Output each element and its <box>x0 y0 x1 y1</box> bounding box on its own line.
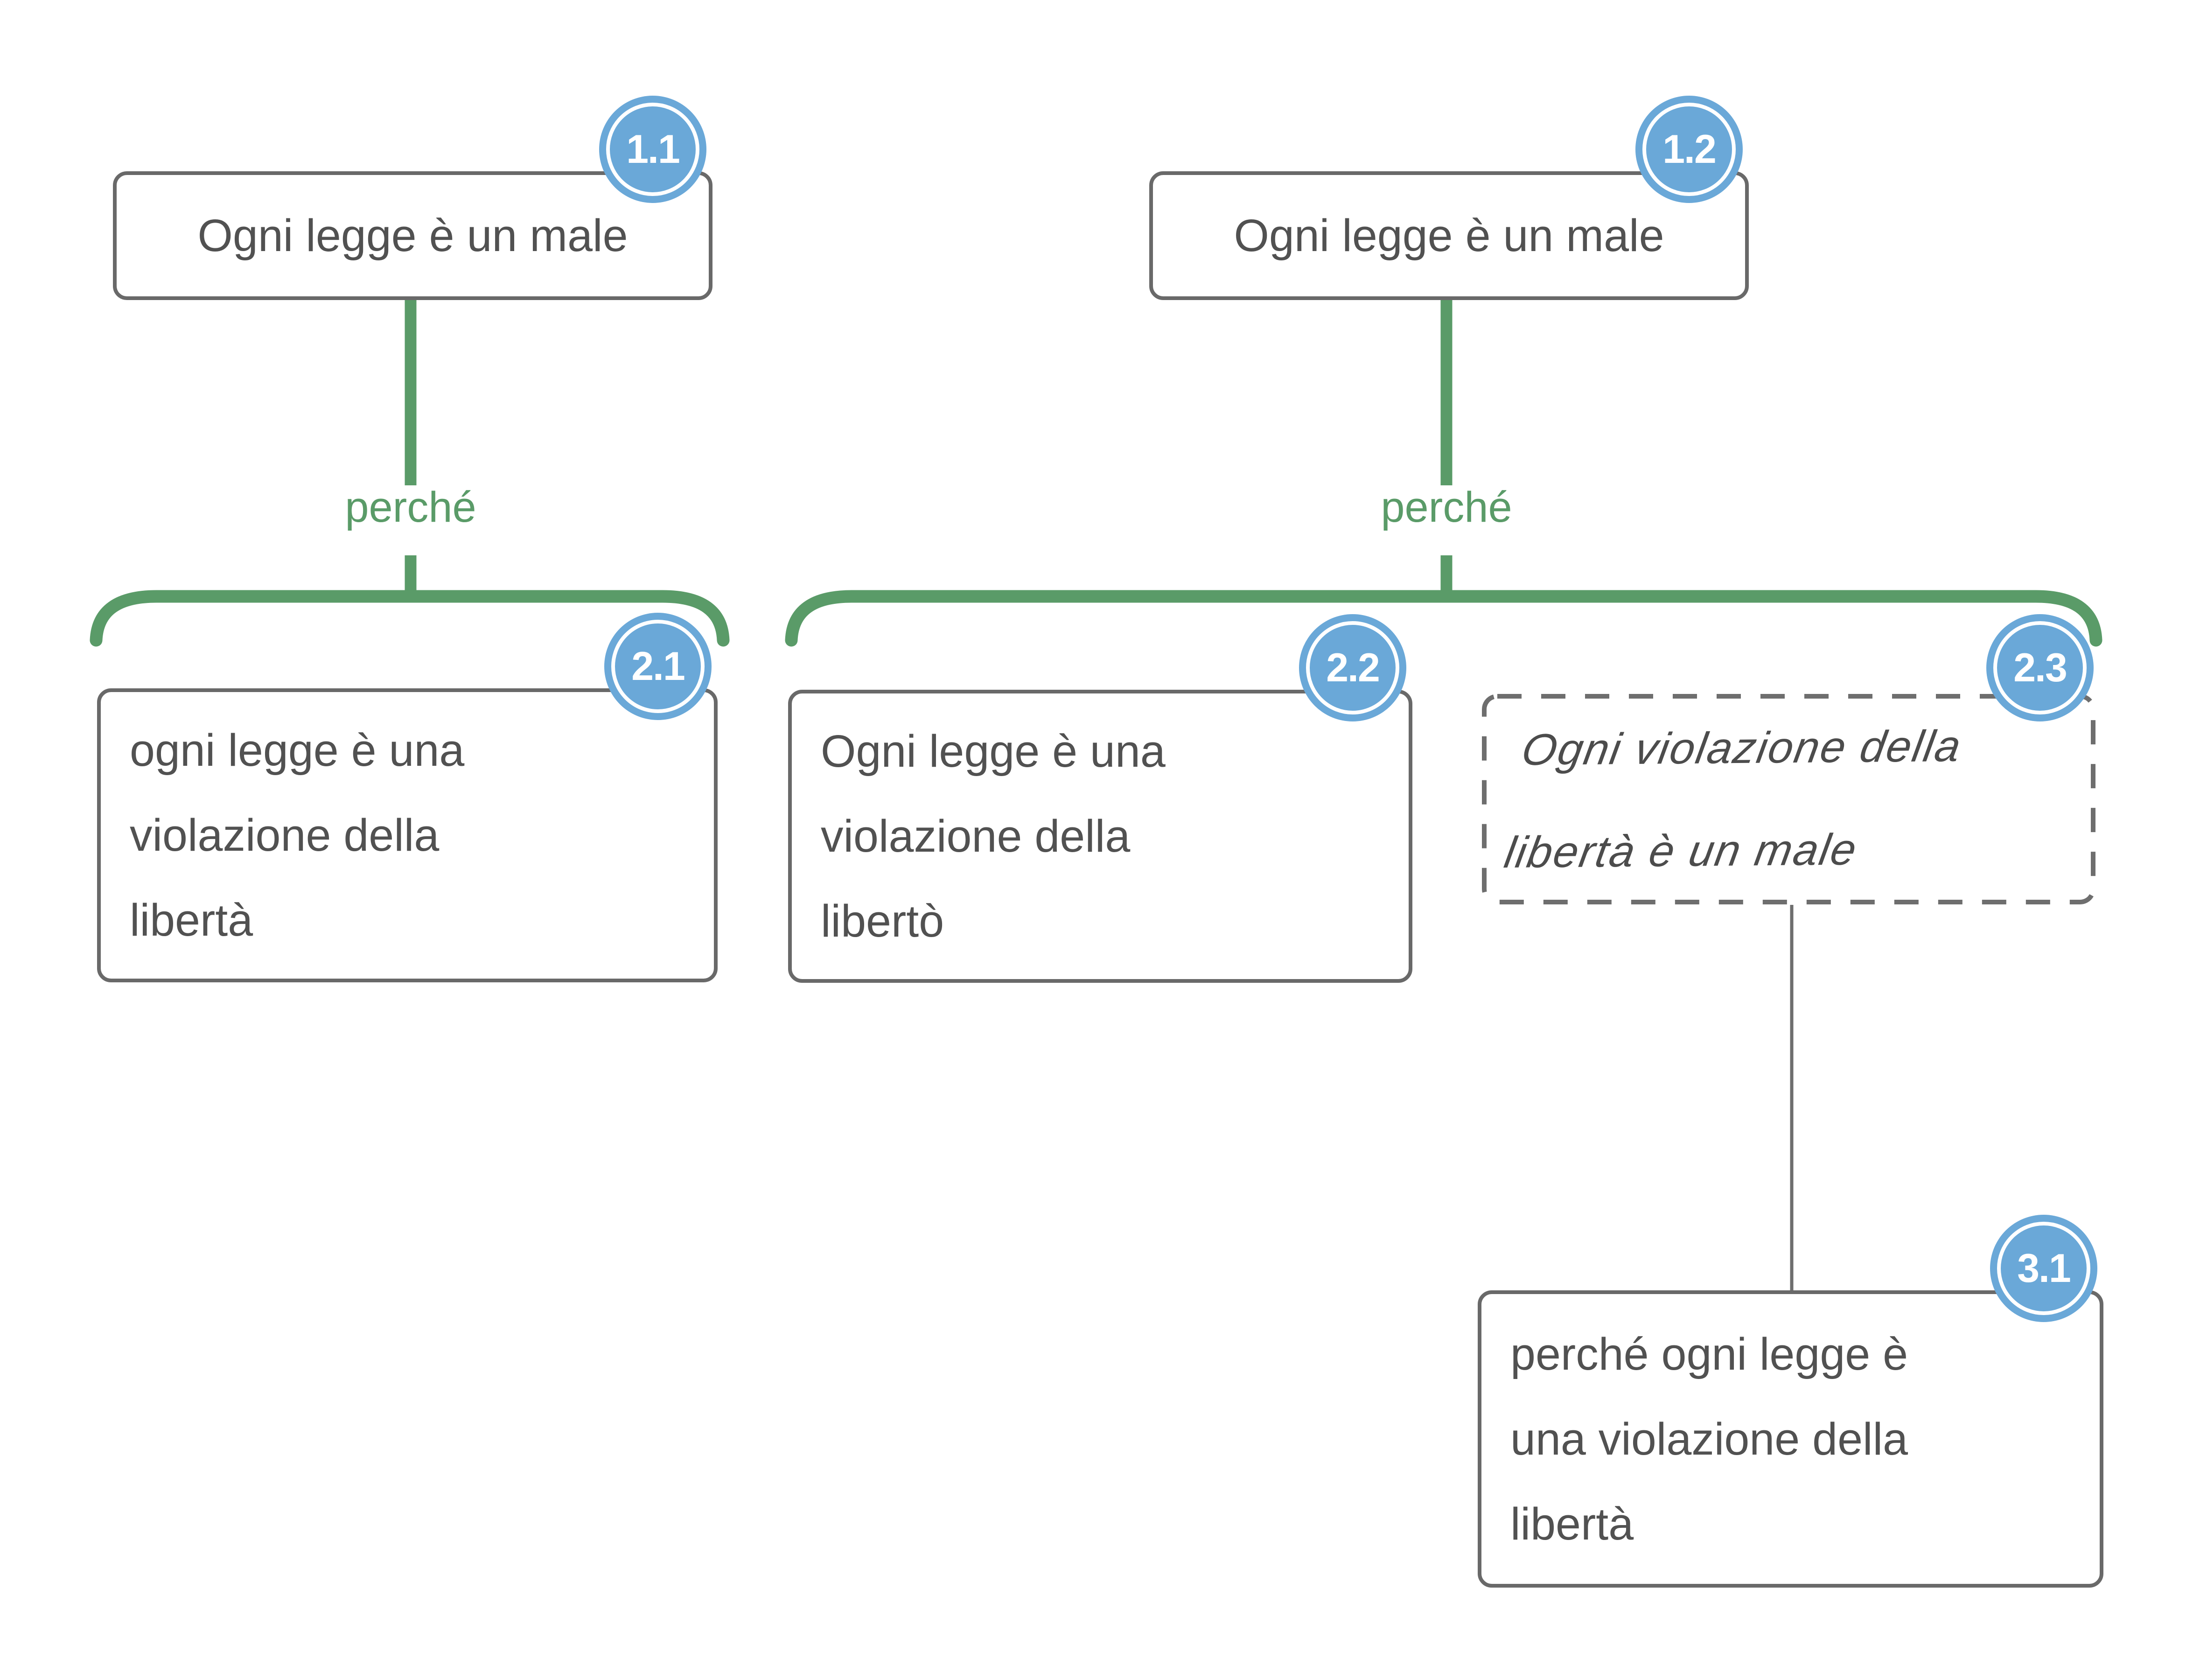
argument-node-2-3[interactable]: 2.3 Ogni violazione della libertà è un m… <box>1481 614 2096 905</box>
node-badge-3-1: 3.1 <box>1990 1215 2097 1322</box>
argument-node-1-2[interactable]: 1.2 Ogni legge è un male <box>1149 96 1749 300</box>
node-text: Ogni legge è un male <box>197 210 628 261</box>
node-badge-1-1: 1.1 <box>599 96 706 203</box>
node-badge-2-1: 2.1 <box>604 613 712 720</box>
relation-label-perche: perché <box>345 483 476 531</box>
node-badge-number: 3.1 <box>2017 1246 2071 1291</box>
node-text: Ogni legge è una violazione della libert… <box>821 726 1166 946</box>
node-badge-number: 2.3 <box>2013 645 2067 690</box>
node-badge-number: 1.1 <box>626 126 680 172</box>
argument-node-2-2[interactable]: 2.2 Ogni legge è una violazione della li… <box>788 614 1412 983</box>
argument-node-1-1[interactable]: 1.1 Ogni legge è un male <box>113 96 712 300</box>
node-text: Ogni violazione della libertà è un male <box>1501 721 1966 877</box>
relation-bracket <box>785 590 2102 647</box>
node-text: perché ogni legge è una violazione della… <box>1510 1328 1908 1549</box>
node-badge-1-2: 1.2 <box>1635 96 1743 203</box>
node-badge-number: 2.2 <box>1326 645 1380 690</box>
relation-label-perche: perché <box>1381 483 1512 531</box>
argument-node-3-1[interactable]: 3.1 perché ogni legge è una violazione d… <box>1478 1215 2103 1588</box>
argument-node-2-1[interactable]: 2.1 ogni legge è una violazione della li… <box>97 613 718 982</box>
node-text: Ogni legge è un male <box>1234 210 1664 261</box>
node-text: ogni legge è una violazione della libert… <box>130 725 465 945</box>
node-badge-number: 1.2 <box>1662 126 1717 172</box>
node-badge-2-3: 2.3 <box>1986 614 2094 721</box>
node-badge-number: 2.1 <box>631 644 685 689</box>
relation-bracket <box>90 590 730 647</box>
node-badge-2-2: 2.2 <box>1299 614 1406 721</box>
